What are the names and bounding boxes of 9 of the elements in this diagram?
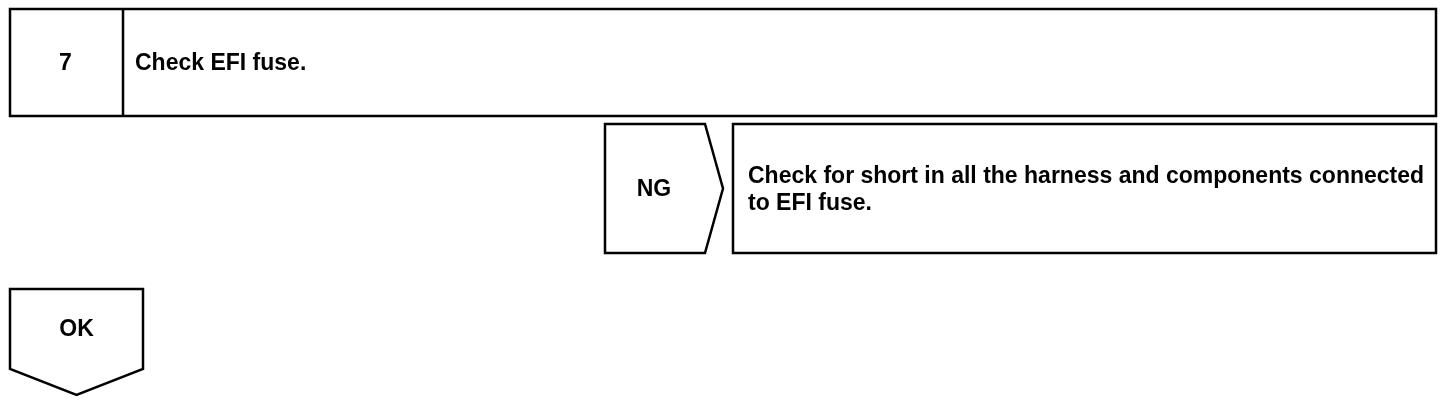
ng-tag [604,123,724,254]
step-title: Check EFI fuse. [135,48,308,77]
step-number: 7 [58,48,73,77]
action-box [732,123,1437,254]
ok-tag [9,288,144,396]
ok-label: OK [58,313,95,343]
ng-label: NG [635,174,673,203]
step-box [9,8,1437,117]
action-text: Check for short in all the harness and components connected to EFI fuse. [748,160,1426,217]
